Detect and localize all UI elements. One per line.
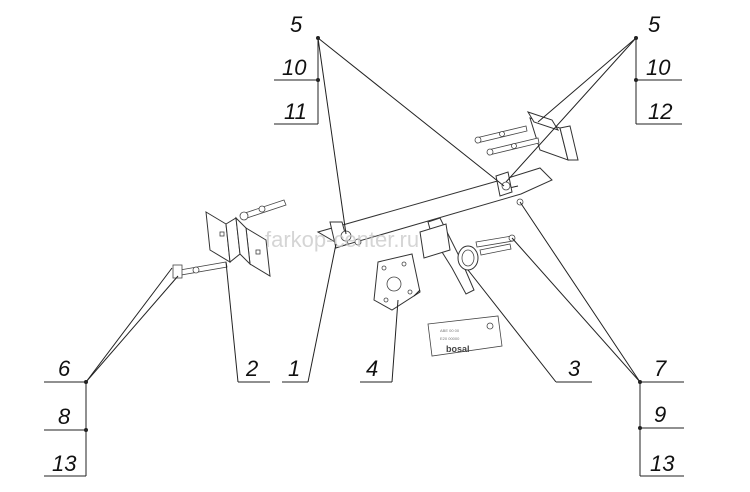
callout-number: 13 [52, 451, 77, 476]
callout-number: 11 [284, 99, 307, 124]
socket-plate [373, 253, 421, 311]
callout-top-right: 5 10 12 [634, 12, 682, 125]
rating-plate: ABE 00 00 E20 00000 bosal [427, 315, 503, 357]
callout-number: 10 [282, 55, 307, 80]
right-bolt-lower [486, 137, 540, 156]
plate-brand: bosal [446, 344, 470, 354]
callout-part-1: 1 [288, 356, 300, 381]
callout-part-3: 3 [568, 356, 581, 381]
right-bolt-upper [474, 125, 528, 144]
callout-number: 10 [646, 55, 671, 80]
svg-text:E20 00000: E20 00000 [440, 336, 460, 341]
callout-number: 5 [648, 12, 661, 37]
callout-number: 6 [58, 356, 71, 381]
callout-bottom-right: 7 9 13 [638, 356, 684, 477]
callout-number: 7 [654, 356, 667, 381]
right-bracket [526, 111, 579, 161]
watermark: farkop-center.ru [265, 227, 419, 252]
callout-number: 13 [650, 451, 675, 476]
hitch-bolts [475, 234, 516, 256]
leader-lines [85, 37, 641, 383]
callout-number: 8 [58, 404, 71, 429]
svg-text:ABE 00 00: ABE 00 00 [440, 328, 460, 333]
callout-part-4: 4 [366, 356, 378, 381]
left-bracket [205, 211, 271, 277]
callout-number: 12 [648, 99, 672, 124]
callout-bottom-left: 6 8 13 [44, 356, 88, 477]
center-bolt-right [495, 171, 524, 206]
callout-number: 9 [654, 402, 666, 427]
callout-number: 5 [290, 12, 303, 37]
center-bolt-left [340, 230, 362, 246]
callout-top-left: 5 10 11 [274, 12, 320, 125]
left-bolt-lower [172, 261, 228, 279]
callout-part-2: 2 [245, 356, 258, 381]
left-bolt-upper [239, 199, 287, 221]
hitch-ball-mount [419, 217, 479, 295]
